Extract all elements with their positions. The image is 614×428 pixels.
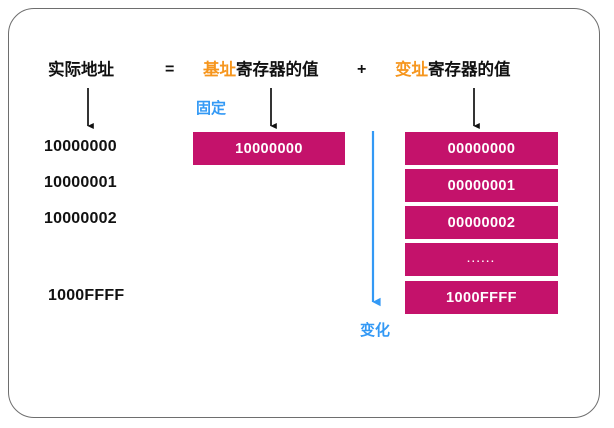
index-register-value-2: 00000002: [405, 206, 558, 239]
index-register-value-1: 00000001: [405, 169, 558, 202]
index-register-value-4: 1000FFFF: [405, 281, 558, 314]
index-register-value-0: 00000000: [405, 132, 558, 165]
effective-address-1: 10000001: [44, 174, 117, 191]
annotation-fixed-label: 固定: [196, 100, 227, 117]
annotation-changing-label: 变化: [360, 322, 391, 339]
effective-address-2: 10000002: [44, 210, 117, 227]
effective-address-3: 1000FFFF: [48, 287, 125, 304]
index-register-value-ellipsis: ......: [405, 243, 558, 276]
base-register-value-box: 10000000: [193, 132, 345, 165]
effective-address-0: 10000000: [44, 138, 117, 155]
